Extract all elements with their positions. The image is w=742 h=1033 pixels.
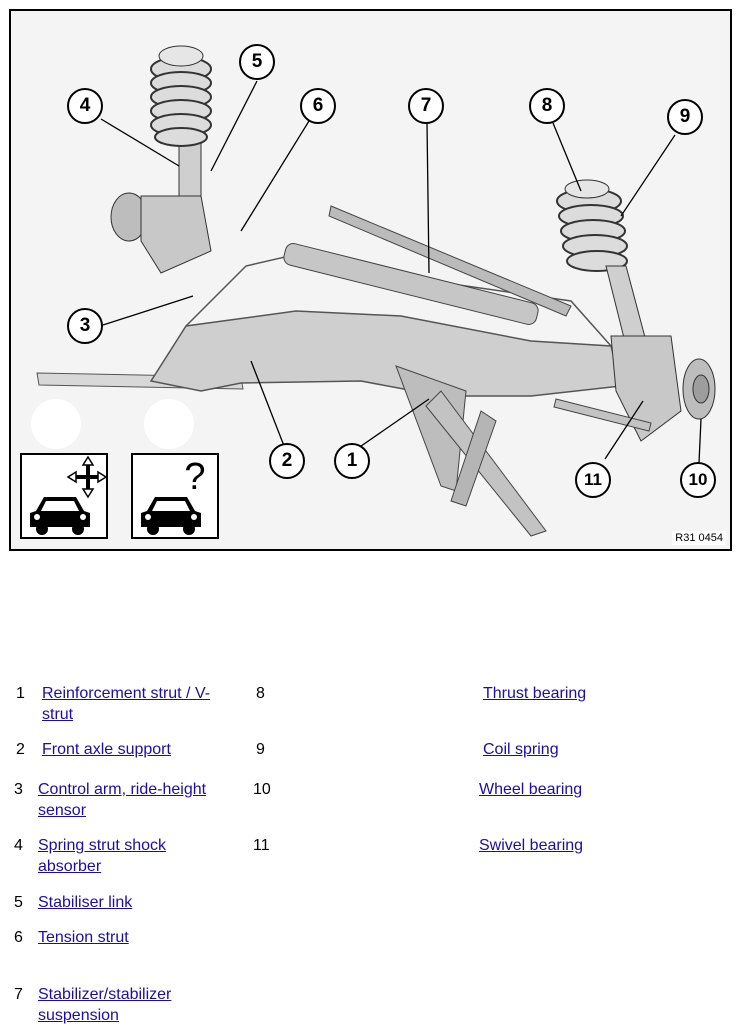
- callout-2: 2: [269, 443, 305, 479]
- figure-reference-code: R31 0454: [672, 531, 726, 545]
- callout-9: 9: [667, 99, 703, 135]
- legend-number: 10: [253, 781, 271, 798]
- legend-number: 1: [16, 685, 25, 702]
- svg-text:?: ?: [184, 456, 205, 498]
- decor-dot: [144, 399, 194, 449]
- legend-link-stabiliser-link[interactable]: Stabiliser link: [38, 894, 133, 911]
- legend-number: 9: [256, 741, 265, 758]
- callout-8: 8: [529, 88, 565, 124]
- legend-number: 11: [253, 837, 270, 854]
- legend-link-wheel-bearing[interactable]: Wheel bearing: [479, 781, 583, 798]
- axle-diagram: ? 1 2 3 4 5 6 7 8 9 10 11 R31 0454: [9, 9, 732, 551]
- move-car-icon[interactable]: [20, 453, 108, 539]
- legend-number: 3: [14, 781, 23, 798]
- legend-link-reinforcement-strut[interactable]: Reinforcement strut / V-strut: [42, 685, 211, 723]
- legend-link-coil-spring[interactable]: Coil spring: [483, 741, 559, 758]
- callout-1: 1: [334, 443, 370, 479]
- legend-number: 4: [14, 837, 23, 854]
- legend-number: 7: [14, 986, 23, 1003]
- legend-link-swivel-bearing[interactable]: Swivel bearing: [479, 837, 584, 854]
- callout-6: 6: [300, 88, 336, 124]
- callout-3: 3: [67, 308, 103, 344]
- legend-number: 8: [256, 685, 265, 702]
- car-help-icon[interactable]: ?: [131, 453, 219, 539]
- callout-7: 7: [408, 88, 444, 124]
- legend-link-front-axle-support[interactable]: Front axle support: [42, 741, 171, 758]
- legend-number: 5: [14, 894, 23, 911]
- legend-number: 6: [14, 929, 23, 946]
- callout-10: 10: [680, 462, 716, 498]
- callout-5: 5: [239, 44, 275, 80]
- legend-link-thrust-bearing[interactable]: Thrust bearing: [483, 685, 587, 702]
- legend-number: 2: [16, 741, 25, 758]
- callout-11: 11: [575, 462, 611, 498]
- legend-link-tension-strut[interactable]: Tension strut: [38, 929, 129, 946]
- callout-4: 4: [67, 88, 103, 124]
- decor-dot: [31, 399, 81, 449]
- axle-illustration: [36, 45, 716, 537]
